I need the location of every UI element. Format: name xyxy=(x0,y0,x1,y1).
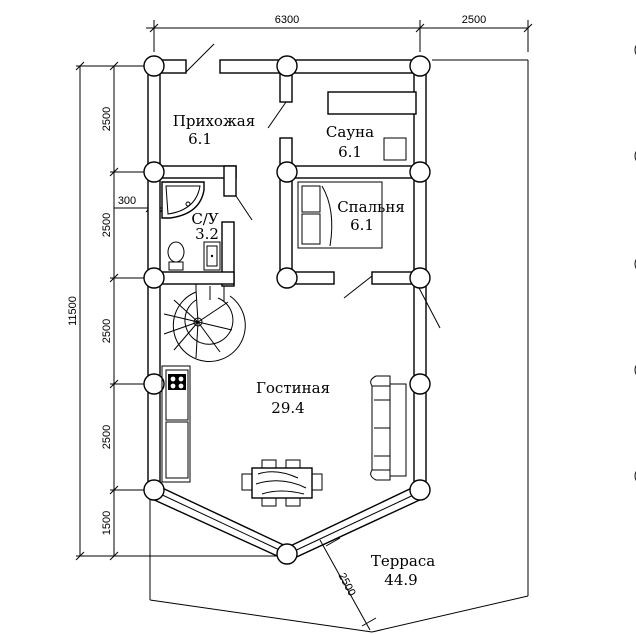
dim-width-main: 6300 xyxy=(275,14,299,26)
bathroom-area: 3.2 xyxy=(195,225,219,243)
room-labels: Прихожая 6.1 Сауна 6.1 Спальня 6.1 С/У 3… xyxy=(173,112,435,589)
dim-segment-3: 2500 xyxy=(101,319,113,343)
column xyxy=(276,543,298,565)
kitchen-counter xyxy=(161,365,191,483)
column xyxy=(409,55,431,77)
dim-bath-offset: 300 xyxy=(118,195,136,207)
entry-area: 6.1 xyxy=(188,130,212,148)
column xyxy=(143,267,165,289)
terrace-name: Терраса xyxy=(371,552,435,570)
column xyxy=(409,161,431,183)
interior-walls xyxy=(159,71,441,329)
edge-markers xyxy=(634,44,636,482)
top-dimension: 6300 2500 xyxy=(146,14,533,52)
column xyxy=(409,373,431,395)
sauna-area: 6.1 xyxy=(338,143,362,161)
entry-name: Прихожая xyxy=(173,112,255,130)
dim-segment-4: 2500 xyxy=(101,425,113,449)
sauna-name: Сауна xyxy=(326,123,374,141)
dim-segment-5: 1500 xyxy=(101,511,113,535)
terrace-outline xyxy=(149,59,529,633)
column xyxy=(276,55,298,77)
bed xyxy=(297,181,383,249)
sink xyxy=(203,241,221,271)
dim-segment-1: 2500 xyxy=(101,107,113,131)
column xyxy=(143,373,165,395)
dim-width-terrace: 2500 xyxy=(462,14,486,26)
column xyxy=(143,161,165,183)
column xyxy=(143,479,165,501)
bedroom-area: 6.1 xyxy=(350,216,374,234)
living-area: 29.4 xyxy=(271,399,304,417)
bathroom-name: С/У xyxy=(191,210,219,228)
terrace-diag-dimension: 2500 xyxy=(319,537,377,631)
sofa xyxy=(370,375,407,481)
dim-terrace-diag: 2500 xyxy=(336,571,358,598)
toilet xyxy=(167,241,185,271)
spiral-staircase xyxy=(163,284,246,362)
shower-cabin xyxy=(161,181,205,219)
dim-total-height: 11500 xyxy=(67,296,79,326)
column xyxy=(276,267,298,289)
dining-table xyxy=(241,459,323,507)
column xyxy=(276,161,298,183)
sauna-stove xyxy=(383,137,407,161)
column xyxy=(409,267,431,289)
column xyxy=(143,55,165,77)
columns xyxy=(143,55,431,565)
living-name: Гостиная xyxy=(256,379,330,397)
terrace-area: 44.9 xyxy=(384,571,417,589)
column xyxy=(409,479,431,501)
dim-segment-2: 2500 xyxy=(101,213,113,237)
bedroom-name: Спальня xyxy=(337,198,405,216)
left-dimension: 11500 2500 2500 2500 2500 1500 xyxy=(67,61,286,561)
